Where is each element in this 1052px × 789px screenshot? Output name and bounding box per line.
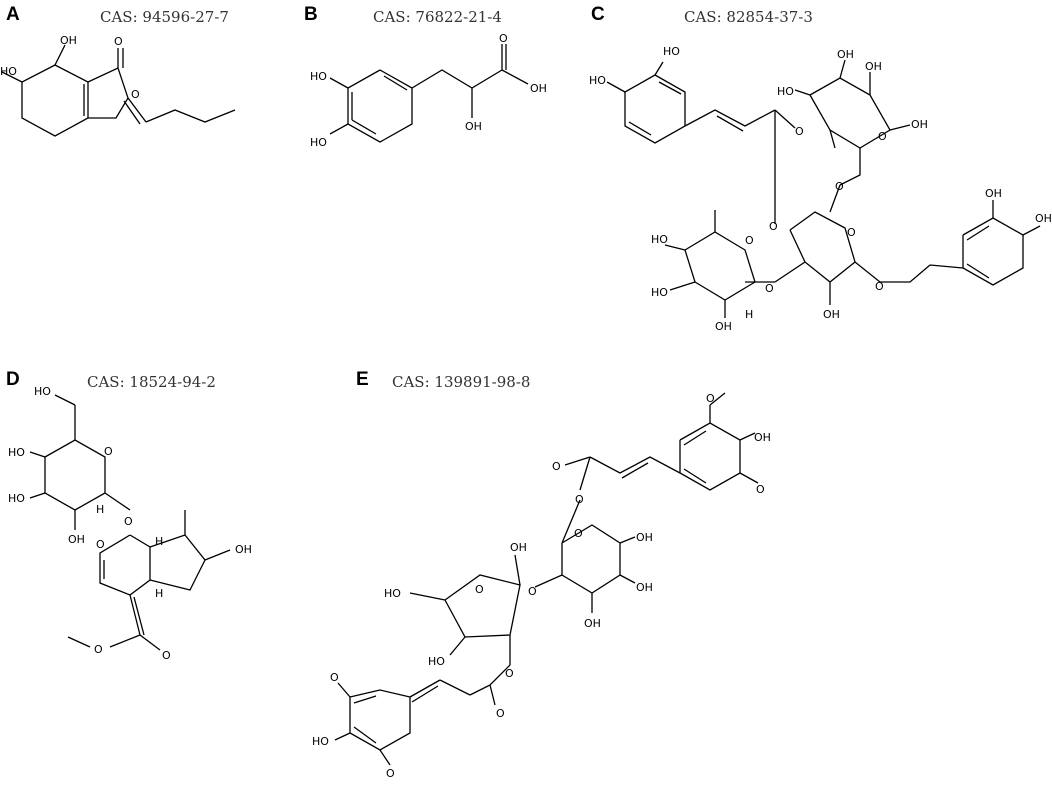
structure-b: HO HO O OH OH bbox=[310, 32, 547, 149]
structure-e: O OH O O O O OH OH OH OH O HO HO O O O O… bbox=[312, 392, 771, 780]
panel-letter: A bbox=[6, 4, 20, 25]
label: O bbox=[575, 493, 584, 506]
label: HO bbox=[589, 74, 606, 87]
label: O bbox=[104, 445, 113, 458]
label: OH bbox=[754, 431, 771, 444]
label: O bbox=[386, 767, 395, 780]
label: H bbox=[96, 503, 104, 516]
label: O bbox=[499, 32, 508, 45]
cas-number: CAS: 18524-94-2 bbox=[87, 373, 216, 391]
label: OH bbox=[235, 543, 252, 556]
label: HO bbox=[384, 587, 401, 600]
label: O bbox=[475, 583, 484, 596]
label: O bbox=[706, 392, 715, 405]
label: OH bbox=[636, 531, 653, 544]
label: OH bbox=[636, 581, 653, 594]
label: OH bbox=[584, 617, 601, 630]
label: H bbox=[155, 587, 163, 600]
label: O bbox=[835, 180, 844, 193]
label: O bbox=[795, 125, 804, 138]
label: HO bbox=[310, 70, 327, 83]
label: HO bbox=[8, 492, 25, 505]
label: H bbox=[745, 308, 753, 321]
label: O bbox=[745, 234, 754, 247]
label: O bbox=[875, 280, 884, 293]
panel-letter: D bbox=[6, 369, 20, 390]
label: H bbox=[155, 535, 163, 548]
panel-d: D CAS: 18524-94-2 HO O HO HO OH H O O H … bbox=[0, 365, 300, 665]
label: HO bbox=[312, 735, 329, 748]
label: HO bbox=[777, 85, 794, 98]
label: O bbox=[162, 649, 171, 662]
panel-a: A CAS: 94596-27-7 OH HO O O bbox=[0, 0, 290, 170]
label: O bbox=[552, 460, 561, 473]
label: O bbox=[505, 667, 514, 680]
cas-number: CAS: 82854-37-3 bbox=[684, 8, 813, 26]
label: HO bbox=[651, 233, 668, 246]
panel-c: C CAS: 82854-37-3 bbox=[585, 0, 1052, 340]
label: OH bbox=[823, 308, 840, 321]
label: HO bbox=[34, 385, 51, 398]
label: O bbox=[769, 220, 778, 233]
label: HO bbox=[8, 446, 25, 459]
label: O bbox=[330, 671, 339, 684]
label: OH bbox=[1035, 212, 1052, 225]
cas-number: CAS: 94596-27-7 bbox=[100, 8, 229, 26]
cas-number: CAS: 139891-98-8 bbox=[392, 373, 531, 391]
label: OH bbox=[715, 320, 732, 333]
label: OH bbox=[510, 541, 527, 554]
label: O bbox=[756, 483, 765, 496]
label: O bbox=[96, 538, 105, 551]
label: OH bbox=[68, 533, 85, 546]
label: HO bbox=[310, 136, 327, 149]
label: O bbox=[574, 527, 583, 540]
label: O bbox=[765, 282, 774, 295]
label: O bbox=[131, 88, 140, 101]
label: HO bbox=[651, 286, 668, 299]
label: OH bbox=[465, 120, 482, 133]
structure-c: HO HO O O HO OH OH OH O O O O OH O HO HO… bbox=[589, 45, 1052, 333]
structure-a: OH HO O O bbox=[0, 34, 236, 137]
label: OH bbox=[911, 118, 928, 131]
label: OH bbox=[865, 60, 882, 73]
label: OH bbox=[837, 48, 854, 61]
panel-letter: C bbox=[591, 4, 605, 25]
label: HO bbox=[0, 65, 17, 78]
label: O bbox=[94, 643, 103, 656]
panel-letter: E bbox=[356, 369, 369, 390]
panel-e: E CAS: 139891-98-8 bbox=[300, 365, 820, 789]
cas-number: CAS: 76822-21-4 bbox=[373, 8, 502, 26]
label: O bbox=[496, 707, 505, 720]
label: O bbox=[528, 585, 537, 598]
panel-letter: B bbox=[304, 4, 318, 25]
panel-b: B CAS: 76822-21-4 HO HO O OH OH bbox=[300, 0, 590, 170]
label: OH bbox=[60, 34, 77, 47]
label: HO bbox=[663, 45, 680, 58]
label: O bbox=[114, 35, 123, 48]
label: O bbox=[878, 130, 887, 143]
label: OH bbox=[530, 82, 547, 95]
structure-d: HO O HO HO OH H O O H H OH O O bbox=[8, 385, 252, 662]
label: O bbox=[124, 515, 133, 528]
label: HO bbox=[428, 655, 445, 668]
label: O bbox=[847, 226, 856, 239]
label: OH bbox=[985, 187, 1002, 200]
